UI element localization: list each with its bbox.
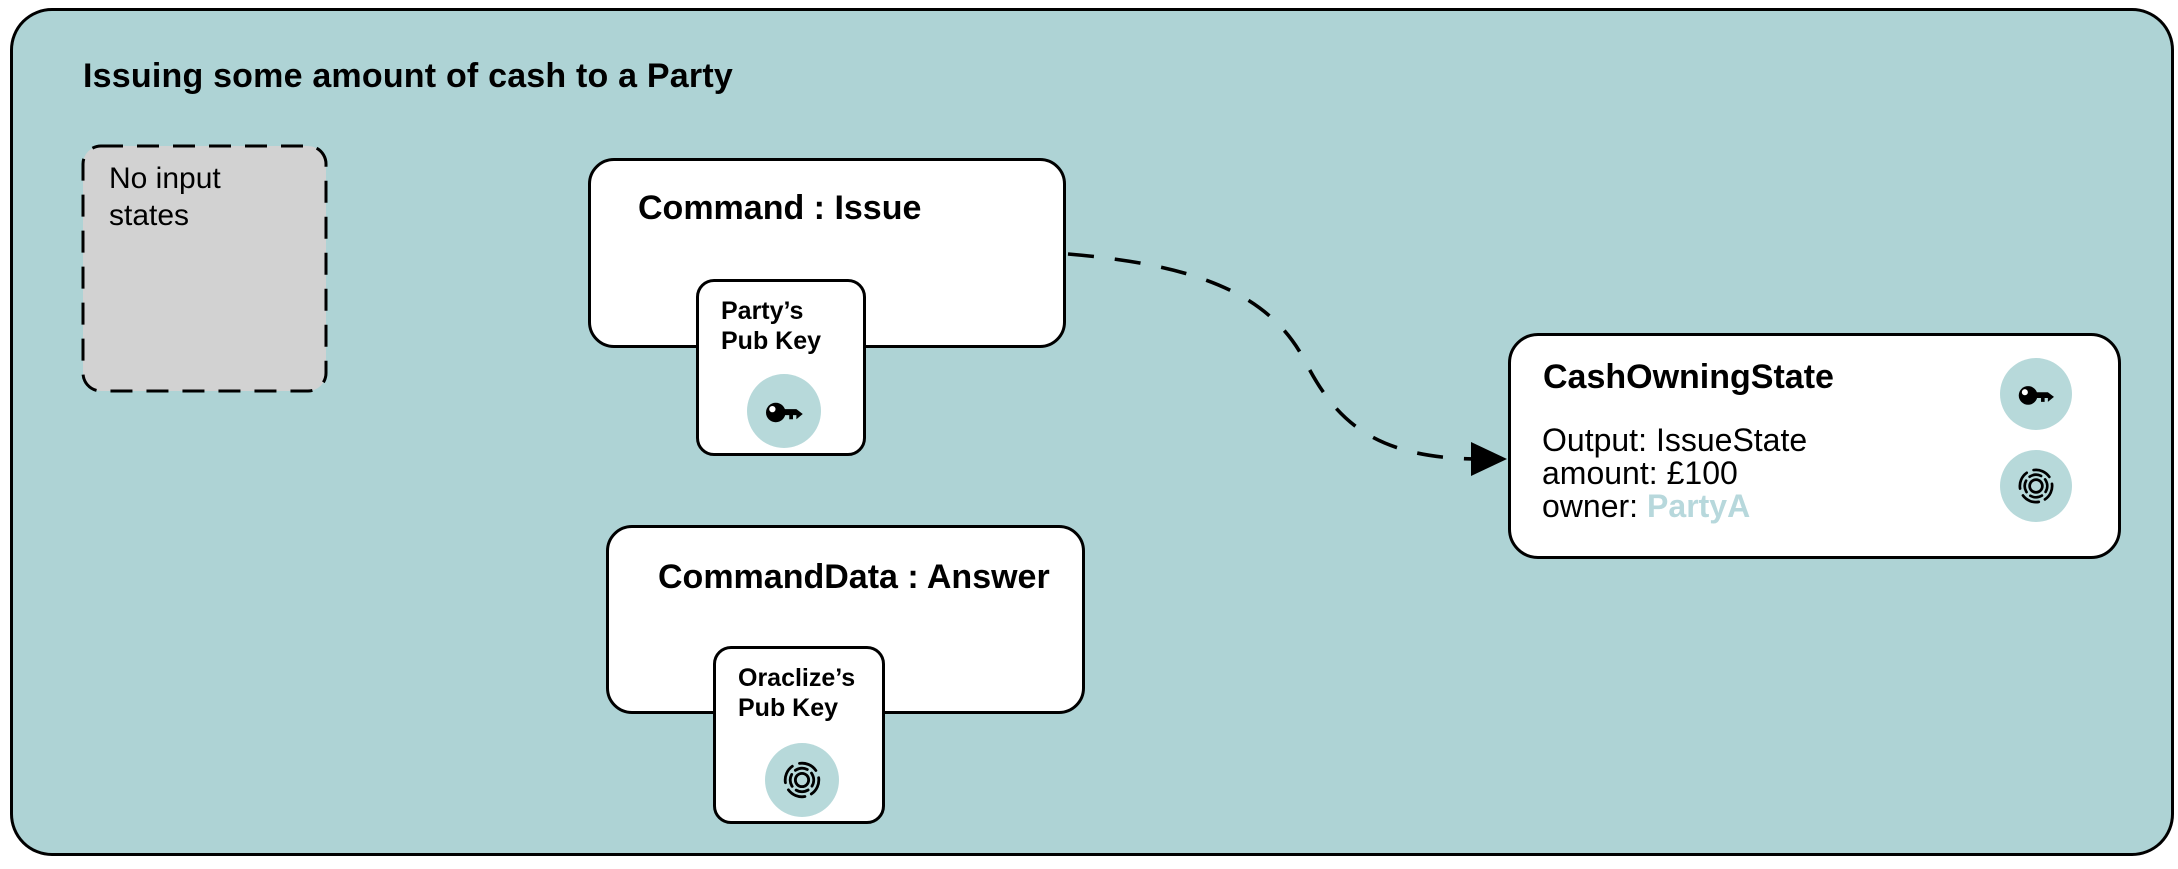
command-issue-title: Command : Issue xyxy=(638,189,922,227)
transaction-diagram-container: Issuing some amount of cash to a Party N… xyxy=(10,8,2174,856)
no-input-states-box: No input states xyxy=(81,144,328,393)
fingerprint-icon xyxy=(2000,450,2072,522)
oraclize-pubkey-box: Oraclize’s Pub Key xyxy=(713,646,885,824)
diagram-title: Issuing some amount of cash to a Party xyxy=(83,57,733,95)
oraclize-pubkey-label: Oraclize’s Pub Key xyxy=(738,664,856,722)
party-pubkey-box: Party’s Pub Key xyxy=(696,279,866,456)
owner-value: PartyA xyxy=(1647,488,1751,524)
output-field: Output:IssueState xyxy=(1542,422,1808,458)
party-pubkey-label: Party’s Pub Key xyxy=(721,297,822,355)
amount-field: amount:£100 xyxy=(1542,455,1738,491)
transaction-arrow xyxy=(1067,252,1507,476)
key-icon xyxy=(2000,358,2072,430)
owner-field: owner:PartyA xyxy=(1542,488,1751,524)
dashed-border xyxy=(81,144,328,393)
fingerprint-icon xyxy=(765,743,839,817)
key-icon xyxy=(747,374,821,448)
cash-owning-state-box: CashOwningState Output:IssueState amount… xyxy=(1508,333,2121,559)
cash-owning-state-fields: Output:IssueState amount:£100 owner:Part… xyxy=(1542,424,1807,523)
no-input-states-label: No input states xyxy=(109,162,221,232)
cash-owning-state-title: CashOwningState xyxy=(1543,358,1834,396)
command-data-answer-title: CommandData : Answer xyxy=(658,558,1050,596)
